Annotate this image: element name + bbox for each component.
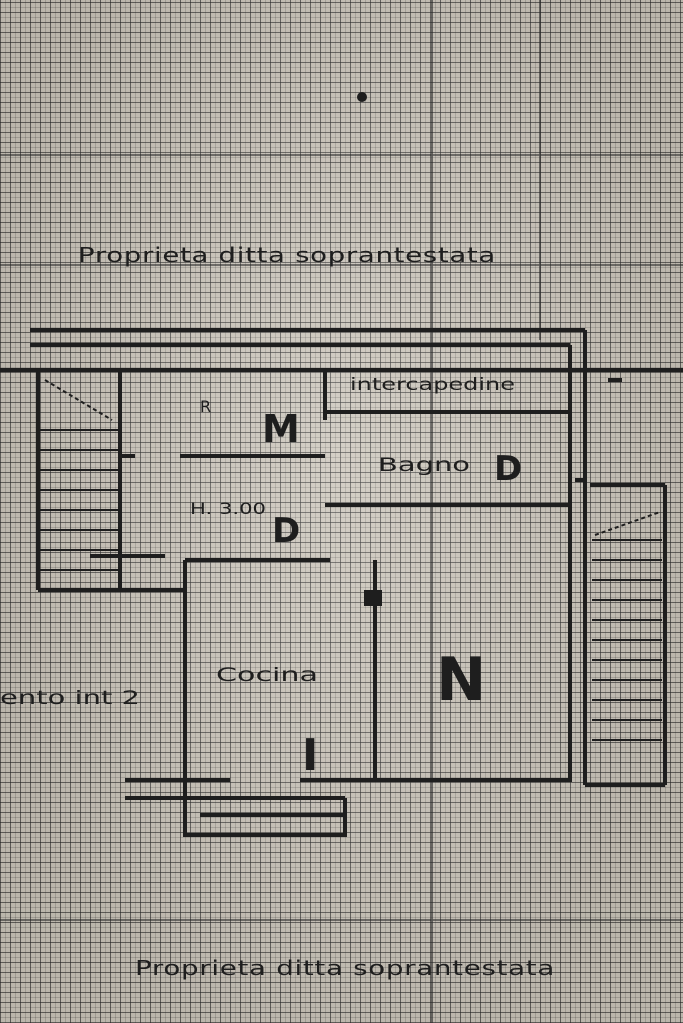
room-mark-2: D	[494, 449, 522, 489]
fixtures	[357, 92, 622, 606]
room-mark-1: M	[262, 407, 300, 451]
walls	[0, 328, 683, 837]
room-mark-3: D	[272, 511, 300, 551]
room-r-label: R	[200, 397, 211, 416]
bottom-property-label: Proprieta ditta soprantestata	[135, 956, 555, 980]
appartamento-label: ento int 2	[0, 687, 140, 709]
right-staircase	[592, 511, 662, 741]
height-label: H. 3.00	[190, 499, 266, 518]
top-property-label: Proprieta ditta soprantestata	[78, 243, 496, 267]
room-mark-5: I	[302, 730, 318, 781]
intercapedine-label: intercapedine	[350, 375, 515, 395]
cucina-label: Cocina	[216, 664, 318, 686]
left-staircase	[40, 379, 118, 571]
room-mark-4: N	[436, 645, 486, 715]
bagno-label: Bagno	[378, 454, 470, 476]
